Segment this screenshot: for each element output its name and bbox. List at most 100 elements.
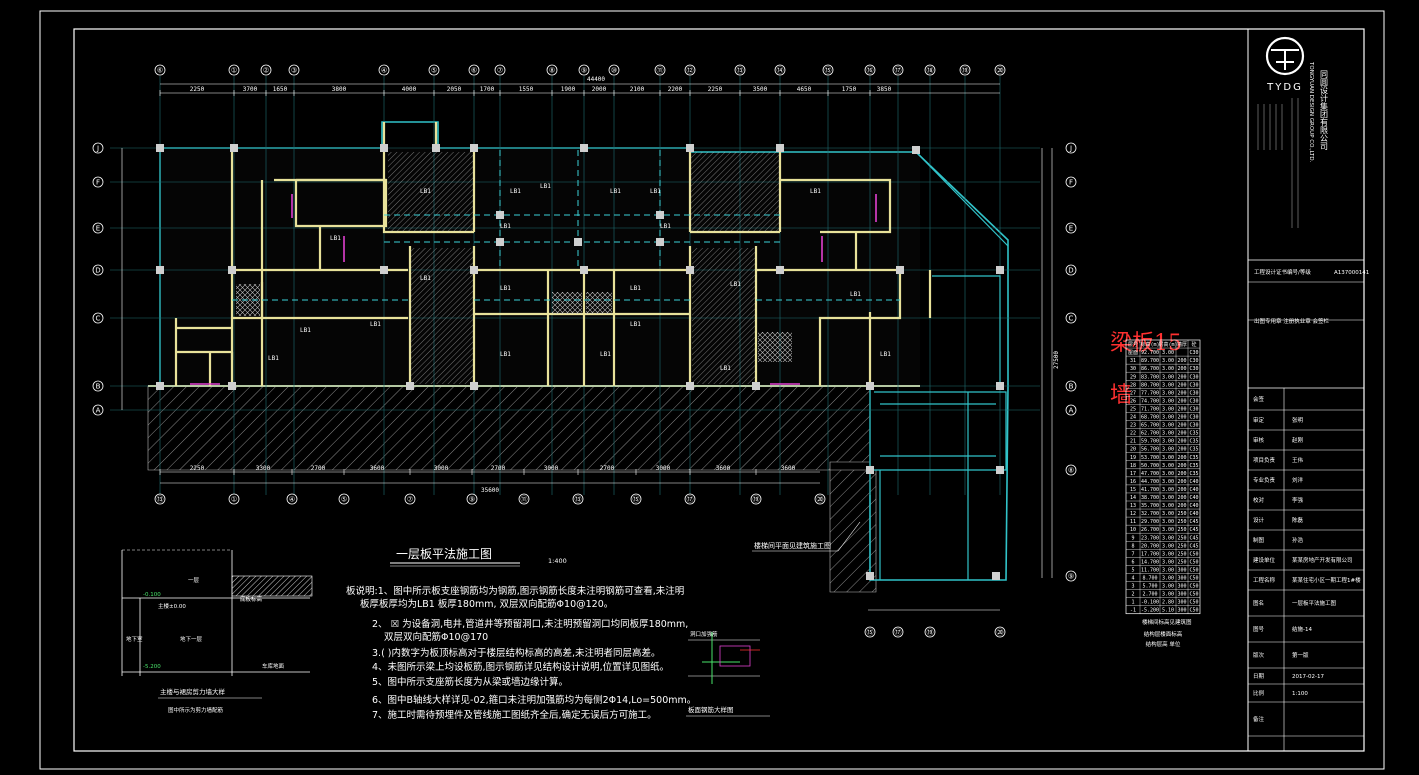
svg-text:⑤: ⑤ [341, 495, 347, 503]
column [656, 211, 664, 219]
table-cell: 92.700 [1141, 350, 1159, 356]
table-cell: 300 [1177, 567, 1186, 573]
table-cell: 3.00 [1162, 350, 1174, 356]
dim-text: 2700 [600, 465, 615, 472]
svg-text:D: D [95, 266, 100, 274]
table-cell: 8.700 [1142, 576, 1157, 582]
svg-text:E: E [1069, 224, 1073, 232]
table-cell: C40 [1189, 503, 1198, 509]
svg-text:⑨: ⑨ [469, 495, 475, 503]
column [380, 266, 388, 274]
table-cell: 29.700 [1141, 519, 1159, 525]
svg-text:E: E [96, 224, 100, 232]
svg-text:J: J [1069, 144, 1072, 152]
hole-2 [586, 292, 612, 314]
svg-text:板面钢筋大样图: 板面钢筋大样图 [688, 705, 734, 714]
table-cell: C30 [1189, 374, 1198, 380]
tb-label: 版次 [1253, 651, 1265, 659]
axis-bubble: ⑤ [338, 493, 350, 505]
table-cell: C35 [1189, 455, 1198, 461]
table-cell: 3.00 [1162, 527, 1174, 533]
table-cell: C35 [1189, 471, 1198, 477]
svg-text:⑨: ⑨ [1068, 572, 1074, 580]
table-cell: C40 [1189, 487, 1198, 493]
table-cell: 200 [1177, 463, 1186, 469]
tb-value: 李强 [1292, 496, 1304, 504]
table-cell: 3.00 [1162, 390, 1174, 396]
svg-text:洞口加强筋: 洞口加强筋 [690, 630, 718, 638]
axis-bubble: ⑰ [892, 64, 904, 76]
legend-note: 楼梯间标高见建筑图 [1142, 618, 1192, 626]
column [992, 572, 1000, 580]
slab-label: LB1 [500, 351, 511, 358]
table-cell: 71.700 [1141, 406, 1159, 412]
tb-label: 工程名称 [1253, 576, 1276, 584]
right-wing [874, 151, 1009, 580]
column [470, 144, 478, 152]
table-cell: C50 [1189, 592, 1198, 598]
table-cell: -5.200 [1141, 608, 1159, 614]
axis-bubble: ⑩ [608, 64, 620, 76]
svg-text:-5.200: -5.200 [143, 664, 161, 670]
slab-label: LB1 [730, 281, 741, 288]
table-cell: 250 [1177, 551, 1186, 557]
table-cell: C40 [1189, 479, 1198, 485]
svg-text:⑧: ⑧ [1068, 466, 1074, 474]
axis-bubble: B [92, 380, 104, 392]
core-left-upper [388, 152, 474, 232]
legend-sub: 结构层高 单位 [1146, 640, 1181, 648]
table-cell: 3.00 [1162, 543, 1174, 549]
table-cell: 26.700 [1141, 527, 1159, 533]
slab-label: LB1 [600, 351, 611, 358]
svg-text:⑰: ⑰ [895, 66, 902, 74]
table-cell: 32.700 [1141, 511, 1159, 517]
table-cell: 200 [1177, 366, 1186, 372]
tb-label: 比例 [1253, 689, 1265, 697]
tb-value: 张明 [1292, 416, 1304, 424]
tb-value: 某某房地产开发有限公司 [1292, 556, 1353, 564]
svg-text:⑫: ⑫ [687, 66, 694, 74]
title-block-rows: 会签审定张明审核赵刚项目负责王伟专业负责刘洋校对李强设计陈磊制图孙浩建设单位某某… [1248, 388, 1364, 751]
column [776, 266, 784, 274]
axis-bubble: ⑥ [468, 64, 480, 76]
podium-hatch [147, 385, 877, 593]
column [896, 266, 904, 274]
table-cell: 83.700 [1141, 374, 1159, 380]
core-right-lower [692, 248, 756, 384]
total-dim-bottom: 35600 [481, 487, 499, 494]
slab-label: LB1 [630, 321, 641, 328]
dim-text: 3600 [781, 465, 796, 472]
table-cell: 2 [1131, 592, 1134, 598]
table-cell: C40 [1189, 511, 1198, 517]
svg-text:C: C [1069, 314, 1074, 322]
table-cell: 250 [1177, 543, 1186, 549]
detail-section: 一层 地下一层 地下室 -0.100 -5.200 主楼±0.00 底板标高 车… [121, 549, 313, 714]
dim-text: 2200 [668, 86, 683, 93]
dim-text: 1900 [561, 86, 576, 93]
slab-label: LB1 [370, 321, 381, 328]
note-line: 7、施工时需待预埋件及管线施工图纸齐全后,确定无误后方可施工。 [372, 709, 657, 721]
table-cell: 250 [1177, 527, 1186, 533]
axis-bubble: ⑬ [154, 493, 166, 505]
table-cell: 200 [1177, 455, 1186, 461]
table-cell: C30 [1189, 406, 1198, 412]
table-cell: 200 [1177, 390, 1186, 396]
annotation-line-1: 梁板15 [1110, 331, 1182, 356]
dim-text: 3600 [370, 465, 385, 472]
note-line: 6、图中B轴线大样详见-02,箍口未注明加强筋均为每侧2Φ14,Lo=500mm… [372, 694, 696, 706]
slab-label: LB1 [610, 188, 621, 195]
svg-text:⑧: ⑧ [549, 66, 555, 74]
table-cell: 19 [1130, 455, 1136, 461]
table-cell: 15 [1130, 487, 1136, 493]
cert-lines [1257, 98, 1299, 228]
table-cell: 44.700 [1141, 479, 1159, 485]
svg-text:主楼±0.00: 主楼±0.00 [158, 602, 186, 610]
axis-bubble: ⑲ [959, 64, 971, 76]
tb-label: 设计 [1253, 516, 1265, 524]
